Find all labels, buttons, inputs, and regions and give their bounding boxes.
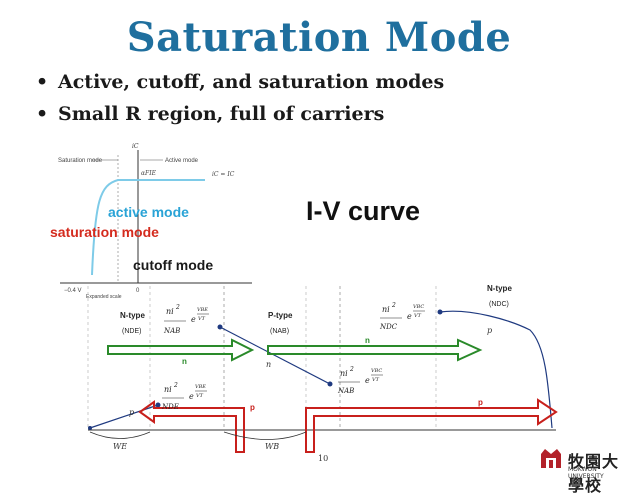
svg-text:NAB: NAB <box>337 387 354 395</box>
logo-subtext: MOKWON UNIVERSITY <box>568 466 604 480</box>
svg-text:NDC: NDC <box>379 323 398 331</box>
svg-text:e: e <box>365 376 370 385</box>
emitter-hole-profile <box>89 404 159 429</box>
svg-text:2: 2 <box>173 382 178 389</box>
svg-text:VT: VT <box>372 377 380 383</box>
svg-text:VT: VT <box>198 316 206 322</box>
page-number: 10 <box>318 454 328 463</box>
hole-arrow-label-1: p <box>250 403 255 412</box>
formula-base-injection: ni 2 NDE e VBE VT <box>161 382 207 411</box>
svg-text:e: e <box>407 312 412 321</box>
formula-collector-side: ni 2 NDC e VBC VT <box>379 302 425 331</box>
hole-arrow-left <box>138 400 245 453</box>
active-mode-label: active mode <box>108 204 189 220</box>
svg-text:ni: ni <box>166 307 174 316</box>
bullet-list: •Active, cutoff, and saturation modes •S… <box>36 66 444 130</box>
svg-text:ni: ni <box>382 305 390 314</box>
university-logo: 牧園大學校 MOKWON UNIVERSITY <box>538 446 634 495</box>
svg-text:ni: ni <box>164 385 172 394</box>
svg-text:NDE: NDE <box>161 403 179 411</box>
expanded-scale: Expanded scale <box>86 294 122 300</box>
crown-logo-icon <box>541 449 561 468</box>
electron-arrow-label-1: n <box>182 357 187 366</box>
svg-text:e: e <box>191 315 196 324</box>
we-label: WE <box>113 442 127 451</box>
formula-base-collector: ni 2 NAB e VBC VT <box>337 366 383 395</box>
svg-text:VT: VT <box>414 313 422 319</box>
cutoff-mode-label: cutoff mode <box>133 257 214 273</box>
emitter-p-label: p <box>129 408 134 417</box>
iv-curve-label: I-V curve <box>306 196 421 226</box>
region-collector-type: N-type <box>487 284 512 293</box>
alpha-label: αFIE <box>141 170 157 177</box>
inset-curve <box>91 179 205 276</box>
collector-left-point <box>437 309 443 315</box>
collector-p-label: p <box>487 326 492 335</box>
saturation-mode-label: saturation mode <box>50 224 159 240</box>
svg-text:VBE: VBE <box>195 384 206 390</box>
hole-arrow-right <box>305 398 558 453</box>
band-diagram: n n p p p n p WE WB ni 2 NAB e VBE VT ni… <box>87 284 558 453</box>
bullet-item: •Small R region, full of carriers <box>36 103 385 125</box>
emitter-edge-point <box>88 426 92 430</box>
we-brace <box>89 431 151 439</box>
region-base-type: P-type <box>268 311 293 320</box>
svg-text:2: 2 <box>175 304 180 311</box>
svg-text:e: e <box>189 392 194 401</box>
electron-arrow-right <box>267 338 483 362</box>
svg-text:NAB: NAB <box>163 327 180 335</box>
voltage-tick: −0.4 V <box>64 288 82 294</box>
formula-emitter-injection: ni 2 NAB e VBE VT <box>163 304 209 335</box>
svg-text:VBC: VBC <box>413 304 424 310</box>
base-n-label: n <box>266 360 271 369</box>
wb-brace <box>223 431 307 440</box>
bullet-item: •Active, cutoff, and saturation modes <box>36 71 445 93</box>
inset-y-label: iC <box>132 143 139 150</box>
electron-arrow-left <box>107 338 255 362</box>
zero-tick: 0 <box>136 288 140 294</box>
svg-text:VBC: VBC <box>371 368 382 374</box>
svg-text:2: 2 <box>349 366 354 373</box>
emitter-hole-point <box>155 402 161 408</box>
saturation-mode-small: Saturation mode <box>58 158 103 164</box>
slide-title: Saturation Mode <box>126 14 512 61</box>
figure-canvas: iC Saturation mode Active mode αFIE iC =… <box>58 143 558 463</box>
region-emitter-type: N-type <box>120 311 145 320</box>
base-right-point <box>327 381 333 387</box>
inset-plot: iC Saturation mode Active mode αFIE iC =… <box>58 143 252 300</box>
active-mode-small: Active mode <box>165 158 199 164</box>
region-emitter-doping: (NDE) <box>122 328 141 335</box>
region-base-doping: (NAB) <box>270 328 289 335</box>
collector-hole-profile <box>439 310 553 429</box>
hole-arrow-label-2: p <box>478 398 483 407</box>
svg-text:ni: ni <box>340 369 348 378</box>
base-electron-profile <box>219 326 331 385</box>
wb-label: WB <box>265 442 279 451</box>
ic-eq-label: iC = IC <box>212 171 235 178</box>
electron-arrow-label-2: n <box>365 336 370 345</box>
svg-text:2: 2 <box>391 302 396 309</box>
svg-text:VBE: VBE <box>197 307 208 313</box>
base-left-point <box>217 324 223 330</box>
region-collector-doping: (NDC) <box>489 301 509 308</box>
svg-text:VT: VT <box>196 393 204 399</box>
